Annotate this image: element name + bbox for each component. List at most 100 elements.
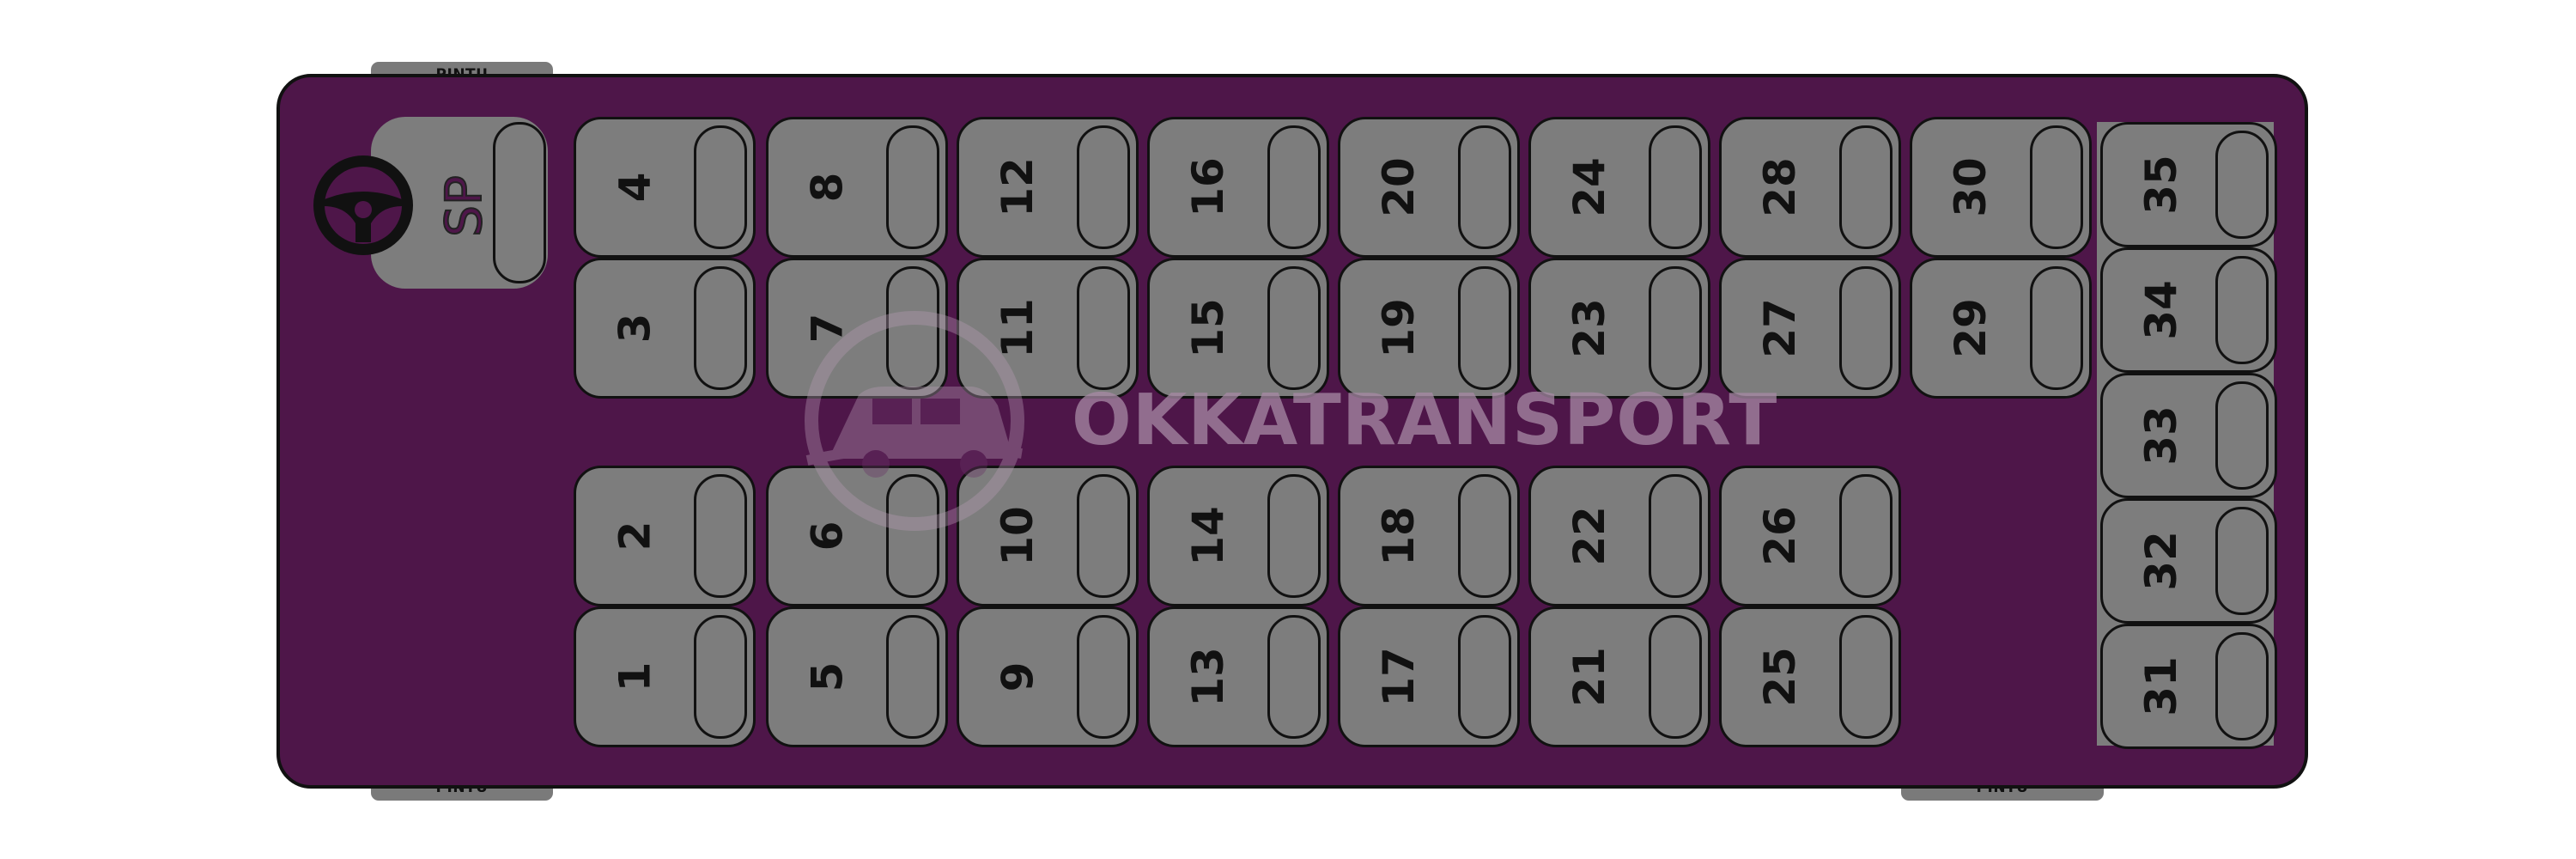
seat-31[interactable]: 31	[2100, 624, 2277, 749]
seat-number: 6	[801, 521, 852, 551]
seat-35[interactable]: 35	[2100, 122, 2277, 247]
seat-16[interactable]: 16	[1147, 117, 1329, 258]
seat-29[interactable]: 29	[1910, 258, 2092, 399]
seat-6[interactable]: 6	[766, 466, 948, 606]
seat-number: 30	[1946, 157, 1996, 217]
seat-5[interactable]: 5	[766, 606, 948, 747]
seat-number: 3	[609, 313, 659, 344]
seat-back	[2215, 381, 2269, 490]
seat-number-wrap: 26	[1722, 468, 1838, 604]
seat-back	[1649, 615, 1702, 739]
seat-back	[1649, 125, 1702, 249]
seat-number-wrap: 5	[769, 609, 885, 745]
seat-back	[886, 125, 939, 249]
driver-label: SP	[429, 163, 498, 249]
seat-27[interactable]: 27	[1719, 258, 1901, 399]
seat-back	[2215, 507, 2269, 615]
seat-number-wrap: 28	[1722, 119, 1838, 255]
seat-30[interactable]: 30	[1910, 117, 2092, 258]
seat-back	[2215, 632, 2269, 740]
seat-number: 28	[1755, 157, 1805, 217]
seat-number-wrap: 30	[1912, 119, 2029, 255]
seat-11[interactable]: 11	[957, 258, 1139, 399]
seat-back	[2030, 266, 2083, 390]
seat-number-wrap: 25	[1722, 609, 1838, 745]
seat-2[interactable]: 2	[574, 466, 756, 606]
seat-number: 19	[1374, 298, 1424, 358]
seat-back	[694, 615, 747, 739]
seat-20[interactable]: 20	[1338, 117, 1520, 258]
seat-number-wrap: 12	[959, 119, 1076, 255]
seat-back	[1077, 125, 1130, 249]
seat-number: 31	[2136, 656, 2186, 716]
seat-9[interactable]: 9	[957, 606, 1139, 747]
seat-number: 24	[1564, 157, 1614, 217]
seat-number: 2	[609, 521, 659, 551]
seat-number: 34	[2136, 280, 2186, 340]
seat-number-wrap: 21	[1531, 609, 1648, 745]
seat-number: 7	[801, 313, 852, 344]
seat-25[interactable]: 25	[1719, 606, 1901, 747]
seat-22[interactable]: 22	[1528, 466, 1710, 606]
seat-number-wrap: 32	[2103, 501, 2220, 621]
seat-back	[1267, 125, 1321, 249]
seat-number-wrap: 18	[1340, 468, 1457, 604]
seat-back	[1839, 615, 1893, 739]
seat-back	[1458, 266, 1511, 390]
seat-back	[1649, 474, 1702, 598]
seat-32[interactable]: 32	[2100, 498, 2277, 624]
seat-number: 8	[801, 172, 852, 203]
seat-1[interactable]: 1	[574, 606, 756, 747]
seat-number-wrap: 24	[1531, 119, 1648, 255]
seat-back	[1458, 615, 1511, 739]
seat-15[interactable]: 15	[1147, 258, 1329, 399]
seat-number: 35	[2136, 155, 2186, 215]
seat-12[interactable]: 12	[957, 117, 1139, 258]
seat-back	[694, 266, 747, 390]
seat-4[interactable]: 4	[574, 117, 756, 258]
seat-18[interactable]: 18	[1338, 466, 1520, 606]
seat-number-wrap: 8	[769, 119, 885, 255]
seat-number-wrap: 35	[2103, 125, 2220, 245]
seat-number-wrap: 31	[2103, 626, 2220, 746]
seat-back	[1458, 125, 1511, 249]
seat-number-wrap: 7	[769, 260, 885, 396]
seat-number: 1	[609, 661, 659, 692]
seat-14[interactable]: 14	[1147, 466, 1329, 606]
seat-number-wrap: 19	[1340, 260, 1457, 396]
seat-number-wrap: 2	[576, 468, 693, 604]
seat-34[interactable]: 34	[2100, 247, 2277, 373]
seat-28[interactable]: 28	[1719, 117, 1901, 258]
seat-33[interactable]: 33	[2100, 373, 2277, 498]
seat-number-wrap: 6	[769, 468, 885, 604]
seat-7[interactable]: 7	[766, 258, 948, 399]
seat-number: 32	[2136, 531, 2186, 591]
seat-26[interactable]: 26	[1719, 466, 1901, 606]
seat-number: 4	[609, 172, 659, 203]
seat-back	[1649, 266, 1702, 390]
seat-3[interactable]: 3	[574, 258, 756, 399]
seat-number: 13	[1183, 647, 1233, 707]
seat-back	[1839, 125, 1893, 249]
seat-back	[2215, 131, 2269, 239]
seat-13[interactable]: 13	[1147, 606, 1329, 747]
seat-number: 9	[992, 661, 1042, 692]
seat-number-wrap: 13	[1150, 609, 1267, 745]
seat-number: 12	[993, 157, 1042, 217]
seat-number-wrap: 11	[959, 260, 1076, 396]
seat-number-wrap: 16	[1150, 119, 1267, 255]
seat-back	[2215, 256, 2269, 364]
seat-17[interactable]: 17	[1338, 606, 1520, 747]
seat-number: 26	[1755, 506, 1805, 566]
seat-23[interactable]: 23	[1528, 258, 1710, 399]
seat-number-wrap: 9	[959, 609, 1076, 745]
seat-10[interactable]: 10	[957, 466, 1139, 606]
seat-21[interactable]: 21	[1528, 606, 1710, 747]
seat-number: 15	[1183, 298, 1233, 358]
seat-19[interactable]: 19	[1338, 258, 1520, 399]
seat-number: 14	[1183, 506, 1233, 566]
seat-24[interactable]: 24	[1528, 117, 1710, 258]
seat-8[interactable]: 8	[766, 117, 948, 258]
seat-number: 21	[1564, 647, 1614, 707]
